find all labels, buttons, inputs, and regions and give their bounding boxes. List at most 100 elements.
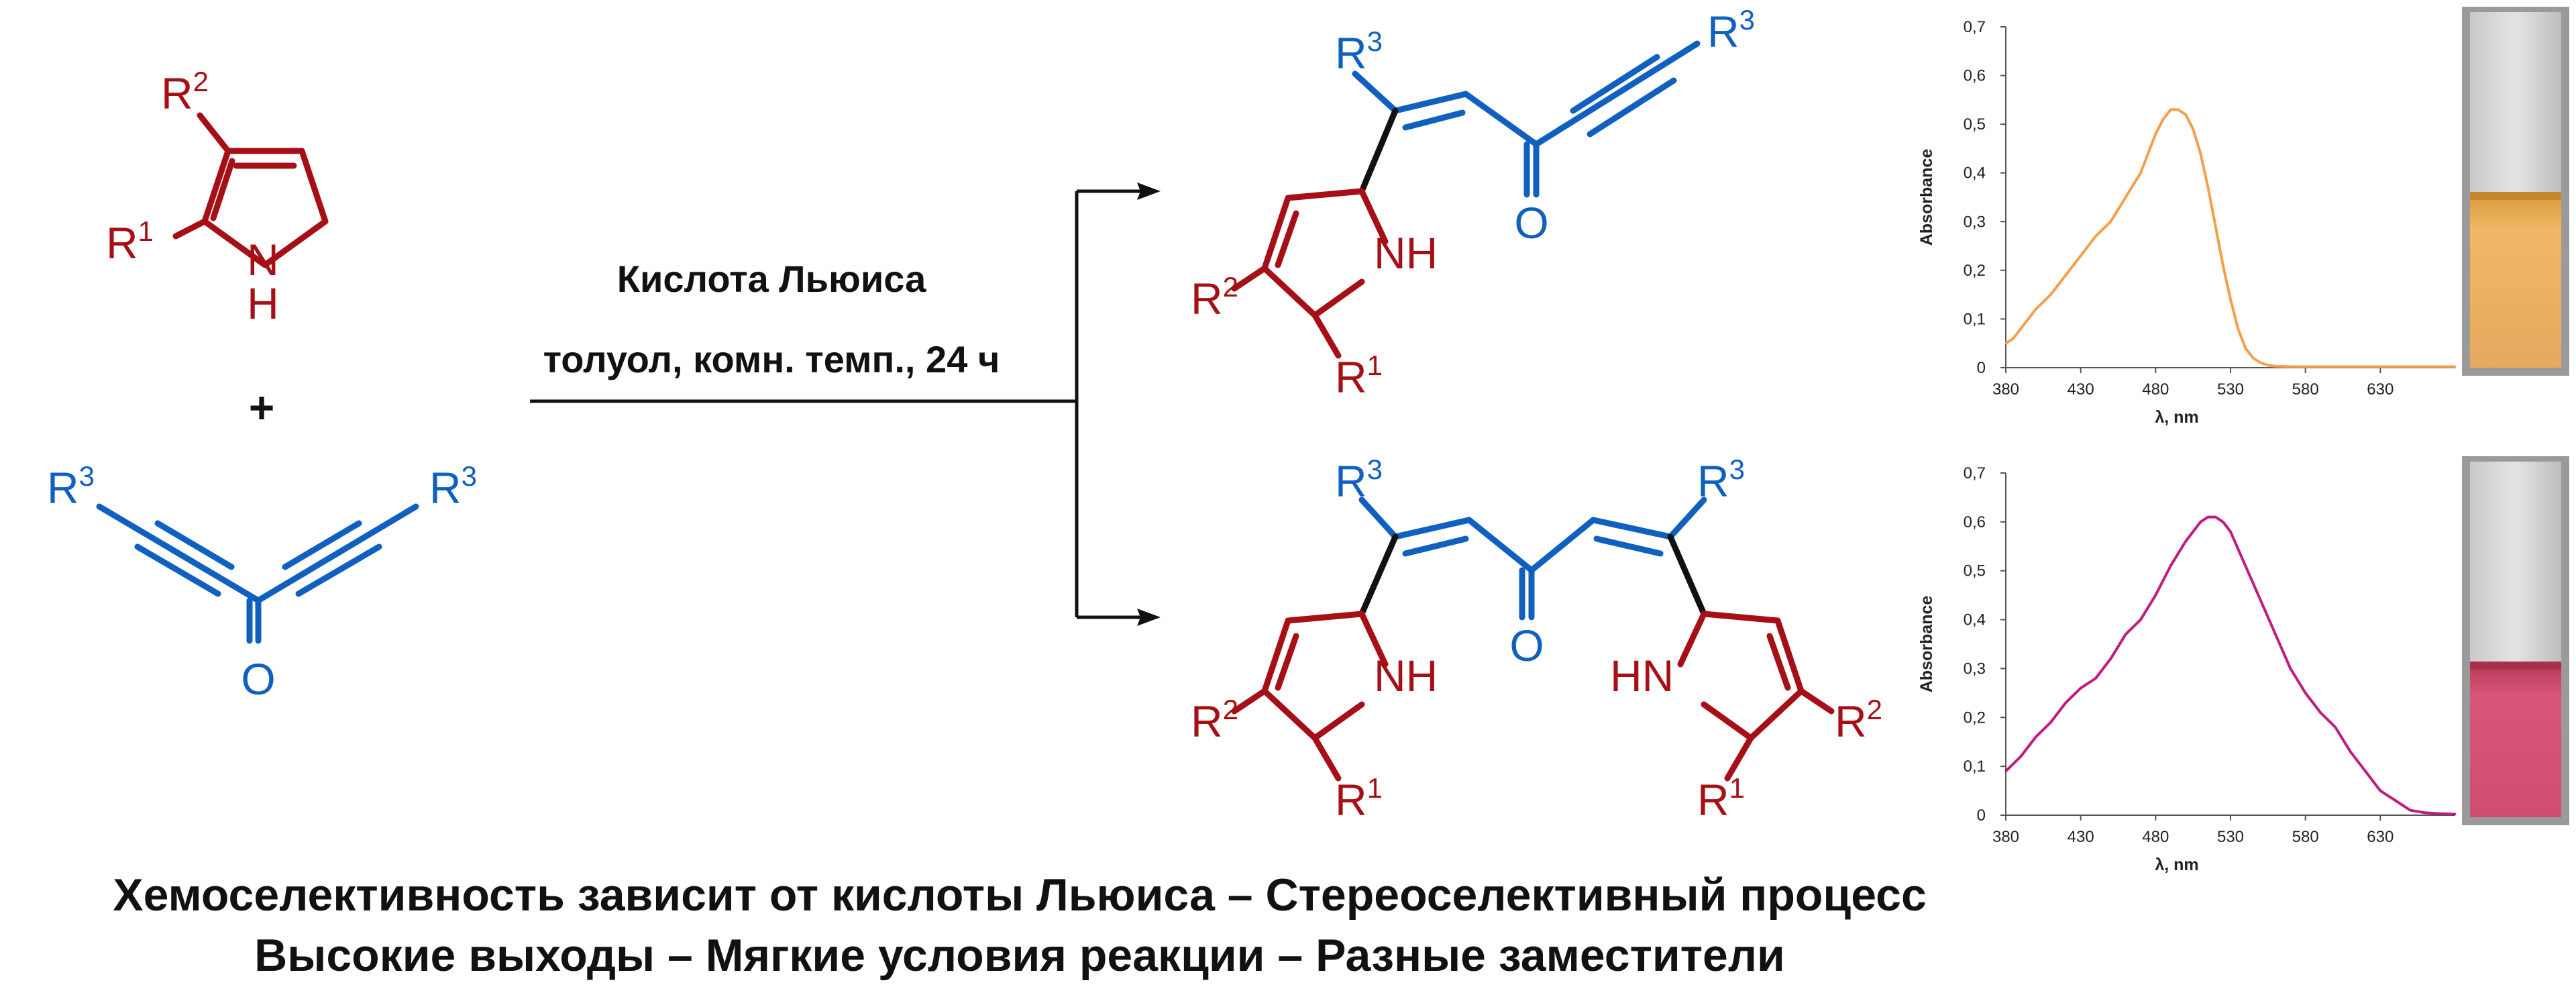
p2-r1-right-label: R <box>1697 775 1729 825</box>
data-point <box>2274 365 2277 368</box>
data-point <box>2139 619 2142 621</box>
data-point <box>2184 113 2187 116</box>
data-point <box>2214 516 2217 519</box>
p2-r1-right-sup: 1 <box>1729 772 1745 804</box>
svg-text:R1: R1 <box>1335 350 1383 402</box>
data-point <box>2094 677 2097 680</box>
data-point <box>2304 366 2307 368</box>
data-point <box>2192 127 2194 130</box>
data-point <box>2035 735 2037 738</box>
data-point <box>2222 264 2224 267</box>
y-tick-label: 0,6 <box>1964 513 1986 531</box>
y-tick-label: 0,1 <box>1964 310 1986 328</box>
data-point <box>2019 755 2022 758</box>
y-tick-label: 0,6 <box>1964 67 1986 85</box>
svg-text:R2: R2 <box>161 66 209 118</box>
svg-text:R3: R3 <box>47 460 95 513</box>
svg-text:R1: R1 <box>1697 772 1745 825</box>
p1-r3a-sup: 3 <box>1367 25 1383 57</box>
data-point <box>2207 187 2209 189</box>
p1-r1-label: R <box>1335 352 1367 402</box>
p2-r2-left-sup: 2 <box>1223 694 1238 725</box>
reaction-arrow <box>530 182 1161 626</box>
x-tick-label: 530 <box>2217 380 2244 399</box>
data-point <box>2244 347 2247 350</box>
svg-text:R3: R3 <box>1335 25 1383 78</box>
p2-r2-left-label: R <box>1191 696 1223 746</box>
x-tick-label: 580 <box>2292 828 2319 846</box>
data-point <box>2364 770 2367 772</box>
y-tick-label: 0,1 <box>1964 757 1986 776</box>
p1-r2-sup: 2 <box>1223 271 1238 303</box>
svg-text:R2: R2 <box>1835 694 1882 746</box>
data-point <box>2162 118 2164 121</box>
y-tick-label: 0 <box>1977 359 1986 377</box>
svg-text:R2: R2 <box>1191 694 1238 746</box>
data-point <box>2214 225 2217 227</box>
y-tick-label: 0,7 <box>1964 464 1986 482</box>
pyrrole-r1-sup: 1 <box>138 215 154 247</box>
p2-r3a-label: R <box>1335 456 1367 506</box>
svg-text:R1: R1 <box>1335 772 1383 825</box>
footer-line-2: Высокие выходы – Мягкие условия реакции … <box>254 930 1785 981</box>
data-point <box>2049 721 2052 724</box>
svg-text:R3: R3 <box>1335 454 1383 506</box>
data-point <box>2454 813 2457 815</box>
data-point <box>2334 366 2337 368</box>
data-point <box>2289 667 2292 670</box>
data-point <box>2094 235 2097 238</box>
pyrrole-n-label: N <box>247 235 279 284</box>
product-top: R3 R3 O NH R2 R1 <box>1191 4 1755 402</box>
data-point <box>2064 701 2067 704</box>
data-point <box>2394 799 2397 802</box>
product-bottom: R3 R3 O NH HN R2 R1 R2 R1 <box>1191 454 1882 825</box>
x-tick-label: 480 <box>2142 380 2169 399</box>
data-point <box>2424 811 2426 814</box>
data-point <box>2259 362 2262 364</box>
p2-r1-left-sup: 1 <box>1367 772 1383 804</box>
x-axis-title: λ, nm <box>2155 408 2198 427</box>
p2-r3a-sup: 3 <box>1367 454 1383 485</box>
p1-nh-label: NH <box>1374 228 1438 278</box>
svg-text:R2: R2 <box>1191 271 1238 323</box>
data-point <box>2109 658 2112 660</box>
data-point <box>2154 594 2157 596</box>
p2-oxygen-label: O <box>1509 621 1544 670</box>
data-point <box>2409 809 2412 812</box>
data-point <box>2424 366 2426 368</box>
data-point <box>2177 108 2180 111</box>
data-point <box>2004 770 2007 772</box>
y-tick-label: 0 <box>1977 806 1986 825</box>
p2-hn-right-label: HN <box>1610 651 1674 700</box>
svg-text:R3: R3 <box>1707 4 1755 56</box>
data-point <box>2184 540 2187 543</box>
y-tick-label: 0,3 <box>1964 213 1986 231</box>
data-point <box>2004 342 2007 345</box>
p1-r3a-label: R <box>1335 28 1367 78</box>
p1-r3b-label: R <box>1707 7 1739 56</box>
diynone-r3-left-sup: 3 <box>79 460 95 492</box>
p2-r3b-label: R <box>1697 456 1729 506</box>
data-point <box>2229 298 2232 301</box>
x-tick-label: 580 <box>2292 380 2319 399</box>
data-point <box>2379 790 2381 792</box>
data-point <box>2049 293 2052 296</box>
data-point <box>2169 564 2172 567</box>
data-point <box>2319 711 2322 714</box>
data-point <box>2252 357 2254 359</box>
absorbance-series-line <box>2004 108 2455 368</box>
data-point <box>2304 692 2307 694</box>
data-point <box>2259 598 2262 601</box>
p2-r2-right-sup: 2 <box>1867 694 1882 725</box>
data-point <box>2147 152 2149 155</box>
data-point <box>2274 633 2277 635</box>
data-point <box>2199 152 2202 155</box>
pyrrole-r1-label: R <box>106 218 138 268</box>
x-tick-label: 480 <box>2142 828 2169 846</box>
y-tick-label: 0,2 <box>1964 709 1986 727</box>
y-tick-label: 0,4 <box>1964 164 1986 182</box>
p1-r3b-sup: 3 <box>1739 4 1755 36</box>
data-point <box>2207 516 2209 519</box>
data-point <box>2125 196 2127 199</box>
